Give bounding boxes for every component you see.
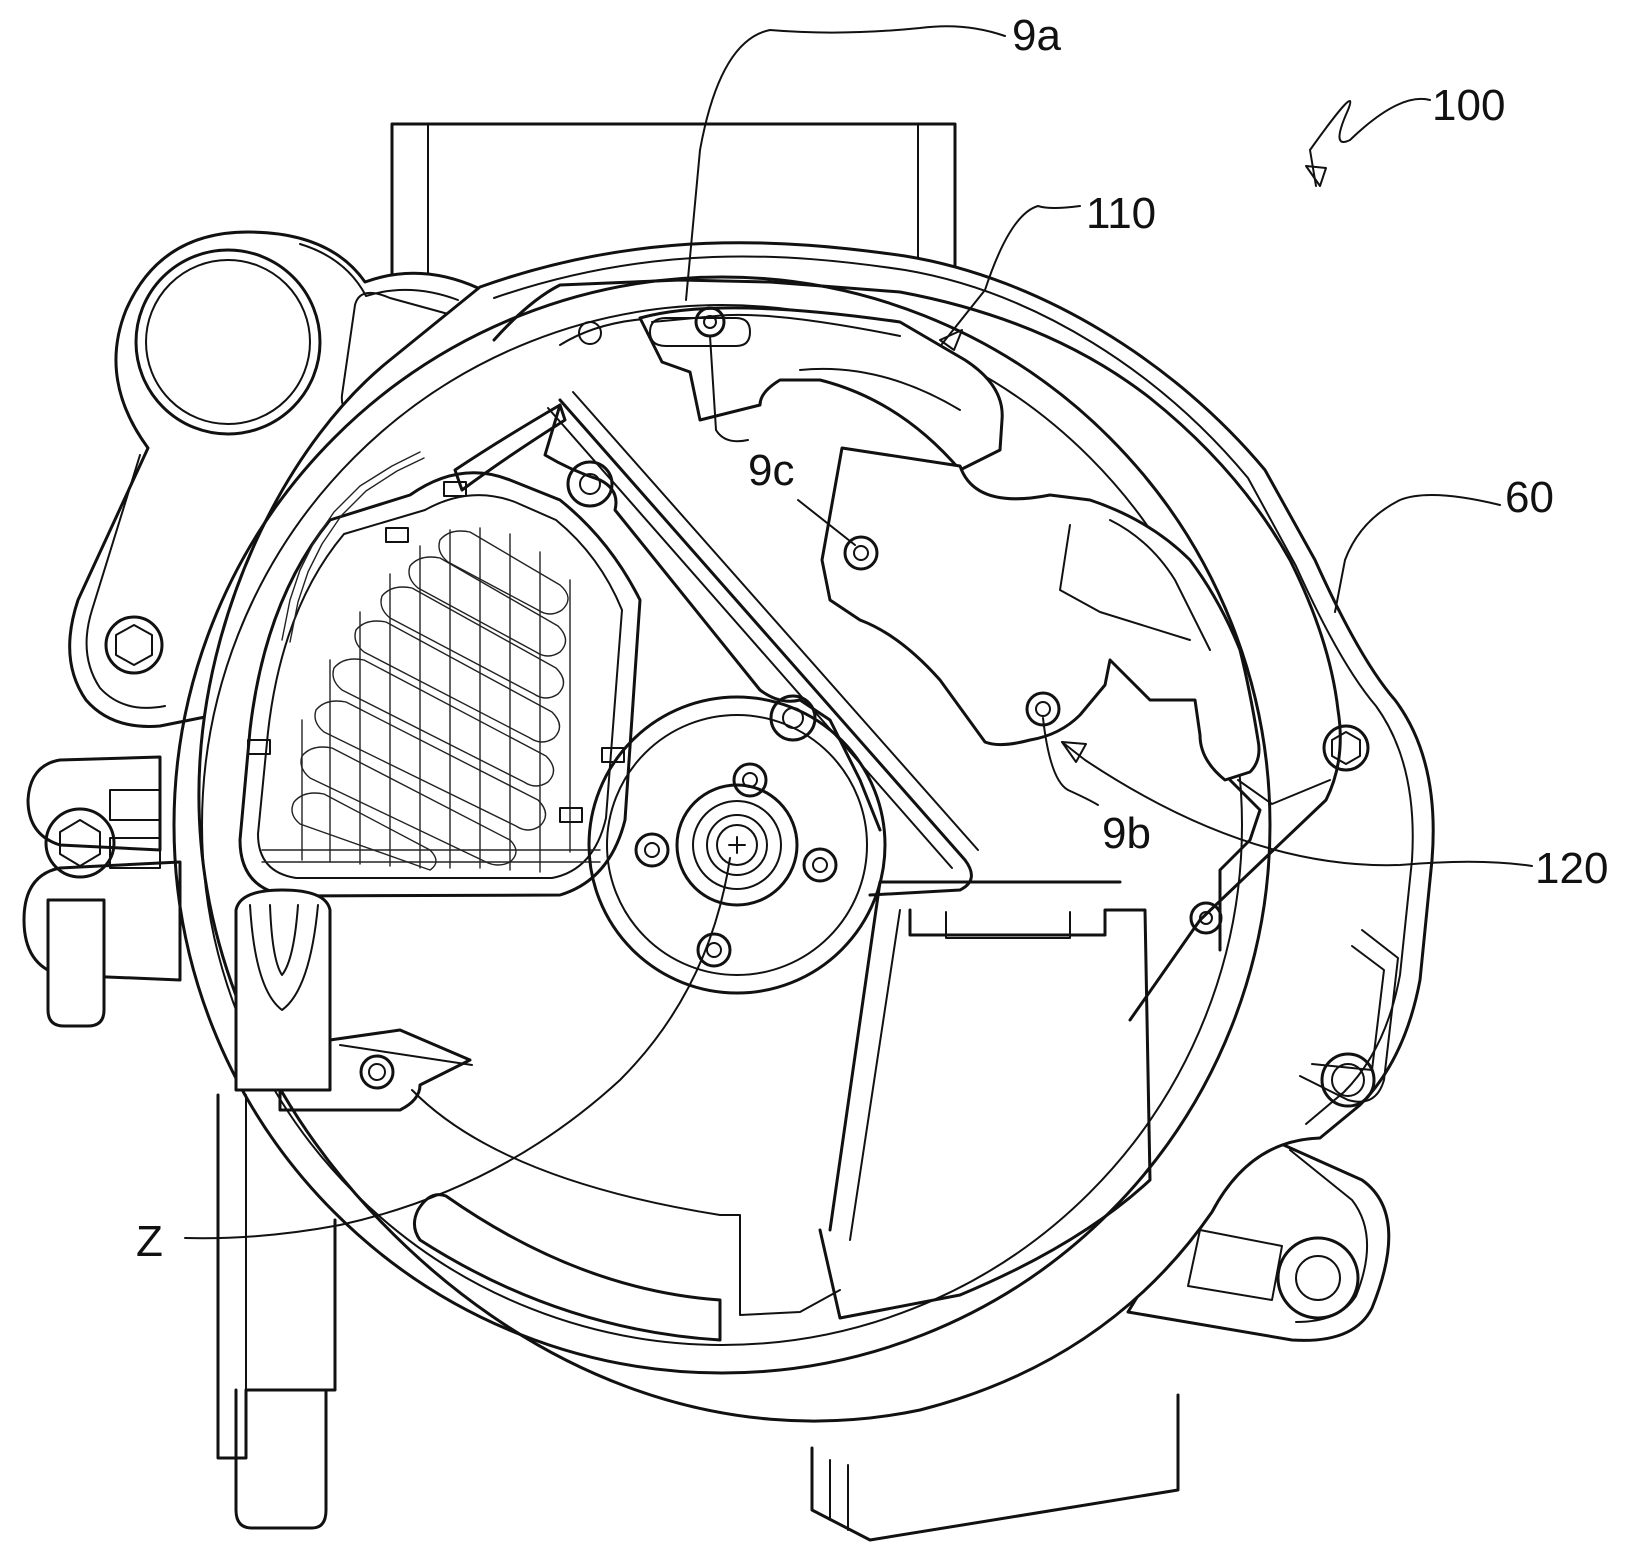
leader-9c (709, 335, 749, 443)
leader-100 (1308, 97, 1431, 187)
component-110 (638, 306, 1004, 472)
leader-120 (1061, 741, 1533, 867)
heat-exchanger-fins (291, 527, 571, 873)
central-hub (587, 695, 887, 995)
label-60: 60 (1505, 473, 1554, 522)
bottom-foot-block (810, 1393, 1180, 1542)
leader-9b (1042, 717, 1099, 806)
left-hinge-bracket (22, 755, 182, 1028)
label-z: Z (136, 1217, 163, 1266)
label-9a: 9a (1012, 11, 1061, 60)
label-100: 100 (1432, 81, 1505, 130)
leader-60 (1334, 494, 1501, 613)
component-120 (820, 446, 1370, 952)
heat-exchanger-grid (238, 403, 642, 898)
leader-lines (184, 25, 1533, 1240)
reference-labels: 9a 100 110 9c 60 9b 120 Z (136, 11, 1608, 1266)
top-mounting-bracket (390, 122, 957, 287)
label-110: 110 (1086, 189, 1156, 238)
leader-z (184, 857, 731, 1240)
label-9b: 9b (1102, 809, 1151, 858)
leader-9a (685, 25, 1006, 301)
leader-110 (941, 204, 1081, 345)
label-9c: 9c (748, 446, 794, 495)
lower-duct (411, 880, 1152, 1342)
label-120: 120 (1535, 844, 1608, 893)
right-lower-bracket (1126, 1136, 1391, 1342)
bottom-left-pipes (216, 1093, 337, 1530)
